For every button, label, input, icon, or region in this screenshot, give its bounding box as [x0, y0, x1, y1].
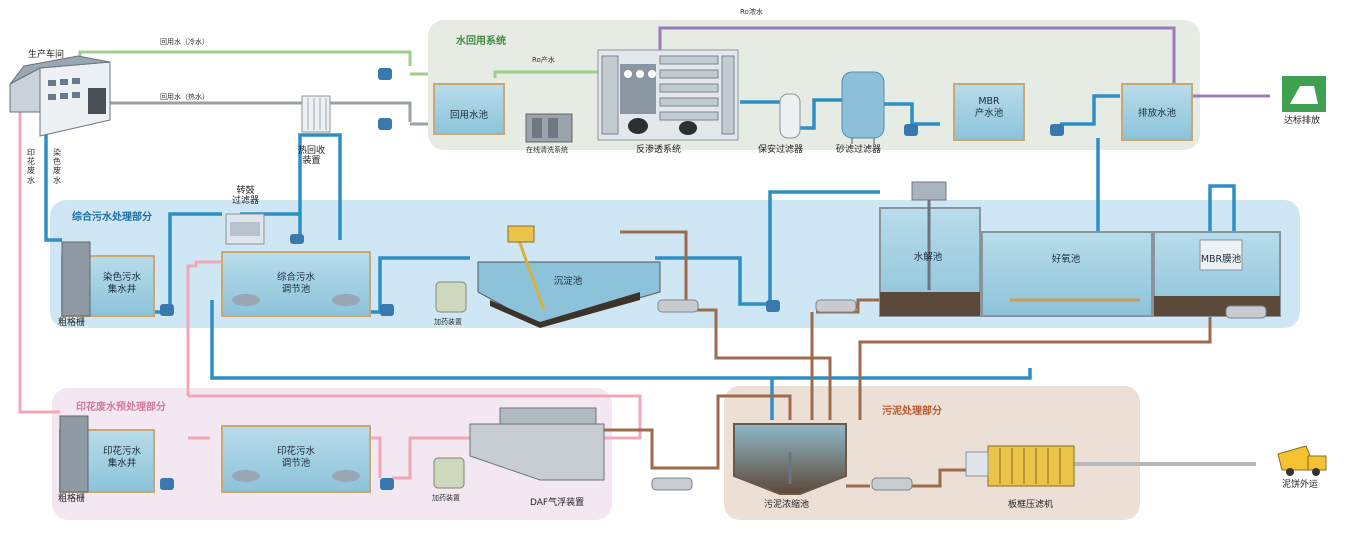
coarse-screen-1	[61, 241, 91, 317]
truck-icon	[1277, 445, 1327, 476]
label-sand-filter: 砂滤过滤器	[836, 145, 882, 155]
label-dye-well: 染色污水 集水井	[102, 272, 141, 295]
label-settling: 沉淀池	[553, 276, 583, 287]
label-filter-press: 板框压滤机	[1008, 500, 1054, 510]
reuse-cold-pipe	[78, 50, 412, 68]
dyeing-wastewater-pipe	[44, 110, 62, 242]
ro-product-pipe	[493, 70, 600, 78]
hydrolysis-tank	[879, 181, 981, 317]
printing-pipe-3	[370, 436, 382, 478]
reuse-pool	[433, 83, 505, 135]
label-drum-filter: 转鼓 过滤器	[232, 186, 260, 207]
label-print-well: 印花污水 集水井	[102, 446, 141, 469]
online-clean-unit	[525, 113, 573, 143]
sand-to-security	[790, 98, 842, 130]
conveyor	[1074, 462, 1256, 466]
screw-pumps	[651, 299, 1267, 491]
sludge-thickener	[733, 423, 847, 495]
sludge-to-thickener-1	[704, 308, 832, 420]
mbr-product-to-sand	[884, 102, 940, 126]
printing-pipe-5	[186, 260, 222, 396]
mbr-to-product	[1208, 184, 1236, 250]
print-mixers	[232, 470, 360, 482]
label-security-filter: 保安过滤器	[758, 145, 804, 155]
flow-label-dyeing-wastewater: 染色废水	[53, 148, 61, 185]
flow-label-concentrate: Ro浓水	[740, 8, 763, 16]
product-to-discharge	[1060, 94, 1120, 126]
label-standard-discharge: 达标排放	[1284, 116, 1321, 126]
label-daf: DAF气浮装置	[530, 498, 585, 508]
coarse-screen-2	[59, 415, 89, 493]
pumps	[160, 68, 1064, 490]
daf-unit	[469, 407, 605, 481]
label-sludge-thickener: 污泥浓缩池	[764, 500, 810, 510]
mbr-product-pool	[953, 83, 1025, 141]
label-dosing-1: 加药装置	[434, 318, 462, 326]
discharge-icon	[1282, 76, 1326, 112]
label-mbr-product: MBR 产水池	[974, 96, 1004, 119]
settling-tank	[477, 225, 661, 328]
sand-filter	[841, 71, 885, 144]
combined-to-heat-recovery	[298, 133, 342, 240]
section-title-printing: 印花废水预处理部分	[76, 402, 166, 413]
label-discharge-pool: 排放水池	[1137, 108, 1176, 119]
ro-concentrate-pipe	[658, 26, 1176, 96]
press-feed	[906, 468, 980, 488]
ro-unit	[597, 49, 739, 141]
recycle-line	[210, 300, 1032, 380]
mbr-membrane-tank	[1153, 231, 1281, 317]
label-coarse-screen-2: 粗格栅	[58, 494, 86, 504]
label-aerobic: 好氧池	[1051, 254, 1081, 265]
flow-label-reuse-cold: 回用水（冷水）	[160, 38, 209, 46]
aerobic-tank	[981, 231, 1153, 317]
label-combined-tank: 综合污水 调节池	[276, 272, 315, 295]
combined-to-settling	[370, 256, 470, 314]
label-hydrolysis: 水解池	[913, 252, 943, 263]
lift-to-hydrolysis	[768, 190, 880, 304]
printing-wastewater-pipe	[18, 110, 60, 414]
daf-to-combined-pipe	[188, 394, 642, 440]
section-title-water-reuse: 水回用系统	[456, 36, 506, 47]
daf-sludge-pipe	[604, 394, 792, 470]
settling-overflow	[655, 256, 770, 306]
flow-label-reuse-hot: 回用水（热水）	[160, 93, 209, 101]
discharge-pool	[1121, 83, 1193, 141]
label-workshop: 生产车间	[28, 50, 65, 60]
flow-label-product-water: Ro产水	[532, 56, 555, 64]
label-heat-recovery: 热回收 装置	[298, 146, 326, 167]
printing-pipe-4	[392, 436, 470, 480]
dosing-unit-1	[435, 281, 467, 313]
label-mbr-membrane: MBR膜池	[1200, 254, 1242, 265]
label-print-tank: 印花污水 调节池	[276, 446, 315, 469]
label-ro: 反渗透系统	[636, 145, 682, 155]
label-cake-out: 泥饼外运	[1282, 480, 1319, 490]
label-reuse-pool: 回用水池	[449, 110, 488, 121]
combined-mixers	[232, 294, 360, 306]
reuse-hot-pipe	[98, 96, 412, 122]
heat-recovery-unit	[301, 95, 331, 133]
label-coarse-screen-1: 粗格栅	[58, 318, 86, 328]
workshop-building	[9, 55, 111, 137]
drum-filter-unit	[225, 213, 265, 245]
security-filter	[779, 93, 801, 139]
flow-label-printing-wastewater: 印花废水	[27, 148, 35, 185]
filter-press	[965, 445, 1075, 487]
section-title-sludge: 污泥处理部分	[882, 406, 942, 417]
label-online-clean: 在线清洗系统	[526, 146, 568, 154]
section-title-combined: 综合污水处理部分	[72, 212, 152, 223]
dosing-unit-2	[433, 457, 465, 489]
label-dosing-2: 加药装置	[432, 494, 460, 502]
